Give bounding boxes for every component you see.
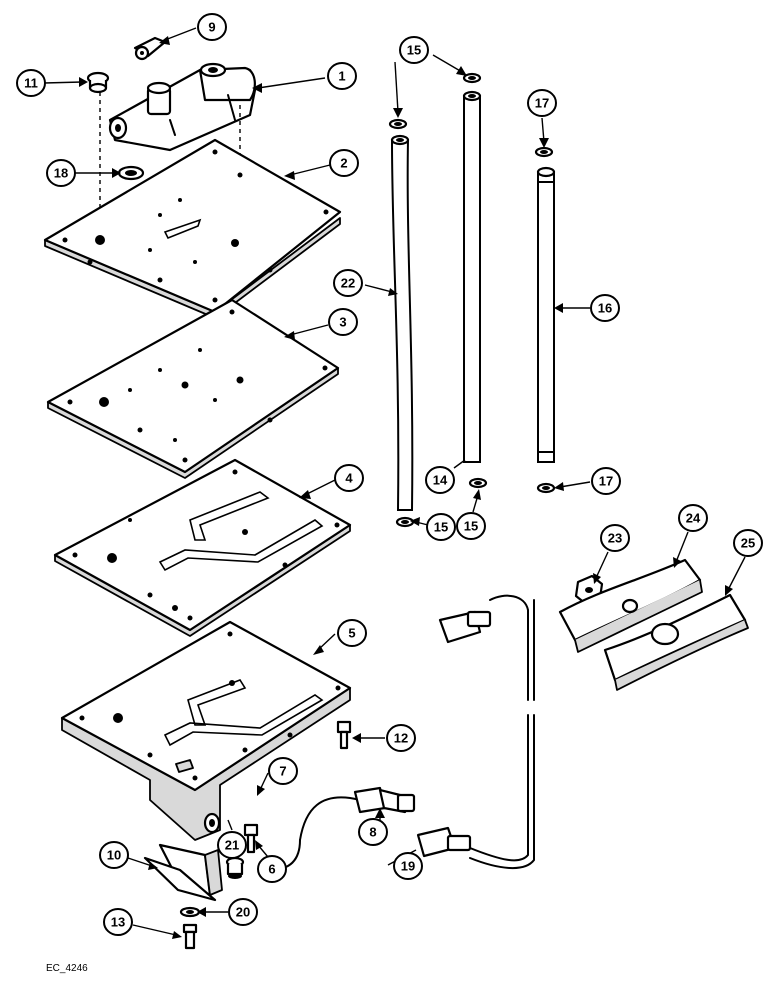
bolt-part-13 — [182, 923, 198, 950]
callout-15-top: 15 — [399, 36, 429, 64]
callout-label: 11 — [24, 76, 38, 91]
tube-part-22 — [390, 134, 414, 511]
callout-1: 1 — [327, 62, 357, 90]
callout-label: 15 — [434, 520, 448, 535]
callout-label: 22 — [341, 276, 355, 291]
callout-4: 4 — [334, 464, 364, 492]
bolt-part-12 — [336, 720, 352, 750]
callout-label: 1 — [338, 69, 345, 84]
plug-part — [86, 71, 110, 94]
callout-21: 21 — [217, 831, 247, 859]
callout-label: 20 — [236, 905, 250, 920]
tube-part-16 — [536, 166, 556, 463]
bracket-part — [143, 843, 223, 902]
callout-24: 24 — [678, 504, 708, 532]
washer-part-20 — [179, 906, 201, 918]
sensor-part — [269, 786, 416, 871]
callout-label: 14 — [433, 473, 448, 488]
callout-2: 2 — [329, 149, 359, 177]
callout-12: 12 — [386, 724, 416, 752]
callout-11: 11 — [16, 69, 46, 97]
callout-14: 14 — [425, 466, 455, 494]
callout-8: 8 — [358, 818, 388, 846]
callout-label: 7 — [279, 764, 286, 779]
callout-label: 17 — [599, 474, 613, 489]
plate-3 — [46, 298, 340, 479]
seal-part — [117, 165, 145, 181]
valve-body-part — [108, 62, 257, 152]
callout-25: 25 — [733, 529, 763, 557]
callout-label: 9 — [208, 20, 215, 35]
callout-label: 13 — [111, 915, 125, 930]
callout-label: 24 — [686, 511, 701, 526]
callout-label: 23 — [608, 531, 622, 546]
callout-15-left: 15 — [426, 513, 456, 541]
callout-label: 17 — [535, 96, 549, 111]
callout-label: 15 — [464, 519, 478, 534]
callout-23: 23 — [600, 524, 630, 552]
callout-label: 4 — [345, 471, 353, 486]
tube-part-14 — [462, 90, 482, 463]
callout-13: 13 — [103, 908, 133, 936]
leader-lines — [43, 27, 746, 939]
plate-4 — [53, 458, 352, 637]
callout-label: 3 — [339, 315, 346, 330]
clip-part — [133, 36, 167, 61]
figure-reference-code: EC_4246 — [46, 963, 88, 974]
callout-16: 16 — [590, 294, 620, 322]
wiring-harness-part — [416, 594, 535, 870]
callout-15-right: 15 — [456, 512, 486, 540]
callout-label: 19 — [401, 859, 415, 874]
callout-label: 5 — [348, 626, 355, 641]
callout-label: 10 — [107, 848, 121, 863]
callout-17-top: 17 — [527, 89, 557, 117]
callout-22: 22 — [333, 269, 363, 297]
callout-label: 2 — [340, 156, 347, 171]
cap-part-21 — [225, 856, 245, 879]
callout-7: 7 — [268, 757, 298, 785]
callout-label: 16 — [598, 301, 612, 316]
plate-2 — [43, 138, 342, 319]
callout-9: 9 — [197, 13, 227, 41]
housing-plate-5 — [60, 620, 352, 841]
callout-17-bottom: 17 — [591, 467, 621, 495]
callout-label: 18 — [54, 166, 68, 181]
clamp-part-24 — [558, 558, 703, 653]
callout-10: 10 — [99, 841, 129, 869]
callout-18: 18 — [46, 159, 76, 187]
callout-label: 25 — [741, 536, 755, 551]
callout-label: 15 — [407, 43, 421, 58]
callout-19: 19 — [393, 852, 423, 880]
callout-20: 20 — [228, 898, 258, 926]
callout-label: 8 — [369, 825, 376, 840]
callout-3: 3 — [328, 308, 358, 336]
clamp-part-25 — [603, 593, 749, 691]
bolt-part-7 — [243, 823, 259, 854]
callout-label: 12 — [394, 731, 408, 746]
callout-6: 6 — [257, 855, 287, 883]
callout-5: 5 — [337, 619, 367, 647]
callout-label: 21 — [225, 838, 239, 853]
callout-label: 6 — [268, 862, 275, 877]
